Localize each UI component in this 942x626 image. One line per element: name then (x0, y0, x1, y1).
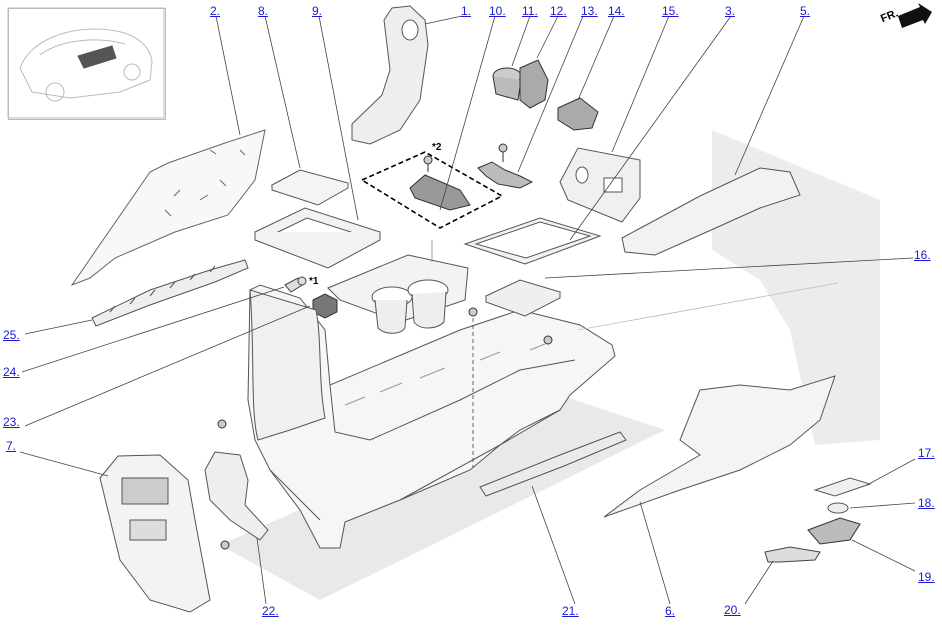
part-22-rear-trim (204, 451, 269, 541)
fastener-3 (468, 307, 478, 317)
part-21-sill-strip (479, 431, 627, 497)
part-13-bracket (477, 143, 534, 189)
part-15-storage-box (559, 147, 641, 223)
part-label-25[interactable]: 25. (3, 328, 20, 342)
fastener-4 (543, 335, 553, 345)
part-label-19[interactable]: 19. (918, 570, 935, 584)
part-25-side-rail (91, 259, 249, 327)
part-label-21[interactable]: 21. (562, 604, 579, 618)
vehicle-inset-car-icon (19, 28, 153, 102)
part-7-rear-vent-panel (99, 454, 211, 613)
part-3-mat (463, 217, 602, 265)
center-console-body (247, 284, 616, 549)
part-label-9[interactable]: 9. (312, 4, 323, 18)
part-9-shift-bezel (253, 207, 382, 269)
fastener (220, 540, 230, 550)
part-16-tray (484, 279, 562, 317)
part-label-22[interactable]: 22. (262, 604, 279, 618)
part-label-3[interactable]: 3. (725, 4, 736, 18)
part-label-14[interactable]: 14. (608, 4, 625, 18)
part-label-20[interactable]: 20. (724, 603, 741, 617)
part-label-6[interactable]: 6. (665, 604, 676, 618)
fastener-2 (217, 419, 227, 429)
part-label-12[interactable]: 12. (550, 4, 567, 18)
callout-marker-2: *2 (432, 142, 442, 153)
part-label-7[interactable]: 7. (6, 439, 17, 453)
leader-lines (19, 15, 916, 605)
part-label-16[interactable]: 16. (914, 248, 931, 262)
part-2-carpet (70, 129, 266, 287)
part-12-socket-bezel (519, 59, 549, 109)
vehicle-location-inset (8, 8, 166, 120)
part-8-tray-lid (270, 169, 350, 206)
part-19-fob-body (807, 517, 861, 545)
front-direction-arrow (898, 3, 932, 28)
part-label-23[interactable]: 23. (3, 415, 20, 429)
part-1-upper-panel (351, 5, 429, 145)
part-label-2[interactable]: 2. (210, 4, 221, 18)
part-label-10[interactable]: 10. (489, 4, 506, 18)
part-label-24[interactable]: 24. (3, 365, 20, 379)
callout-marker-1: *1 (309, 276, 319, 287)
part-label-15[interactable]: 15. (662, 4, 679, 18)
part-label-8[interactable]: 8. (258, 4, 269, 18)
part-14-usb-unit (557, 97, 599, 131)
part-label-1[interactable]: 1. (461, 4, 472, 18)
part-cup-holder-panel (327, 254, 469, 334)
part-label-11[interactable]: 11. (522, 4, 538, 18)
part-20-key-blade (764, 546, 821, 563)
part-5-side-panel (621, 167, 801, 256)
part-24-clip (284, 276, 307, 293)
part-17-fob-cover (813, 477, 872, 497)
part-10-dashed-group (360, 151, 504, 229)
floor-shadow (220, 395, 665, 600)
part-label-17[interactable]: 17. (918, 446, 935, 460)
part-11-socket (492, 67, 522, 101)
part-label-18[interactable]: 18. (918, 496, 935, 510)
part-18-battery (827, 502, 849, 514)
part-label-5[interactable]: 5. (800, 4, 811, 18)
part-6-side-trim (603, 375, 836, 518)
part-label-13[interactable]: 13. (581, 4, 598, 18)
